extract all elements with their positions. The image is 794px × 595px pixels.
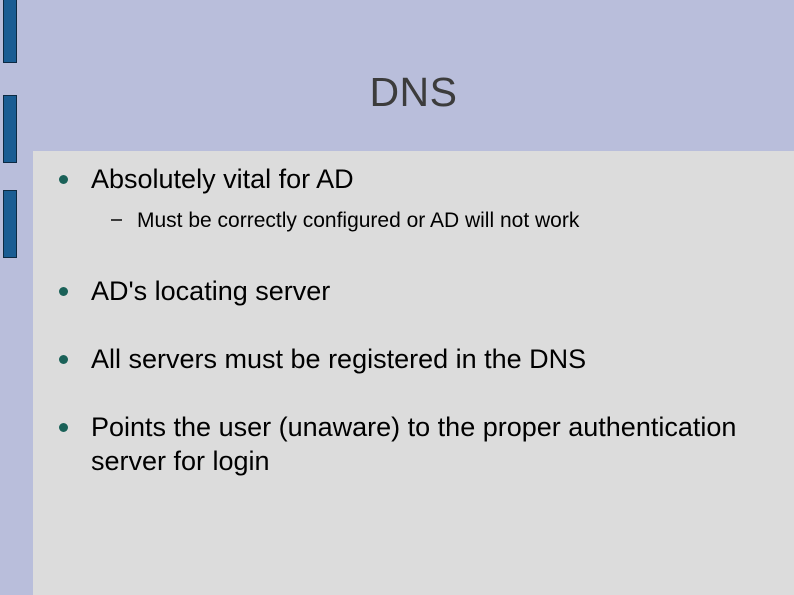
- content-panel: Absolutely vital for AD Must be correctl…: [33, 151, 794, 595]
- bullet-dot-icon: [59, 162, 91, 184]
- bullet-item: AD's locating server: [33, 274, 794, 308]
- bullet-text: AD's locating server: [91, 275, 331, 306]
- accent-bar-3: [3, 190, 17, 258]
- bullet-text: Points the user (unaware) to the proper …: [91, 412, 737, 477]
- spacer: [33, 235, 794, 274]
- sub-bullet-item: Must be correctly configured or AD will …: [33, 208, 794, 234]
- sub-bullet-text: Must be correctly configured or AD will …: [137, 209, 580, 233]
- bullet-dot-icon: [59, 410, 91, 433]
- accent-bar-1: [3, 0, 17, 63]
- bullet-item: Points the user (unaware) to the proper …: [33, 410, 794, 479]
- spacer: [33, 376, 794, 410]
- bullet-dot-icon: [59, 274, 91, 296]
- bullet-text: All servers must be registered in the DN…: [91, 343, 587, 374]
- bullet-item: All servers must be registered in the DN…: [33, 342, 794, 376]
- bullet-item: Absolutely vital for AD: [33, 162, 794, 196]
- spacer: [33, 196, 794, 208]
- spacer: [33, 308, 794, 342]
- accent-bar-2: [3, 95, 17, 163]
- slide-title: DNS: [369, 69, 458, 115]
- bullet-text: Absolutely vital for AD: [91, 164, 354, 194]
- bullet-dash-icon: [111, 208, 137, 222]
- bullet-dot-icon: [59, 342, 91, 364]
